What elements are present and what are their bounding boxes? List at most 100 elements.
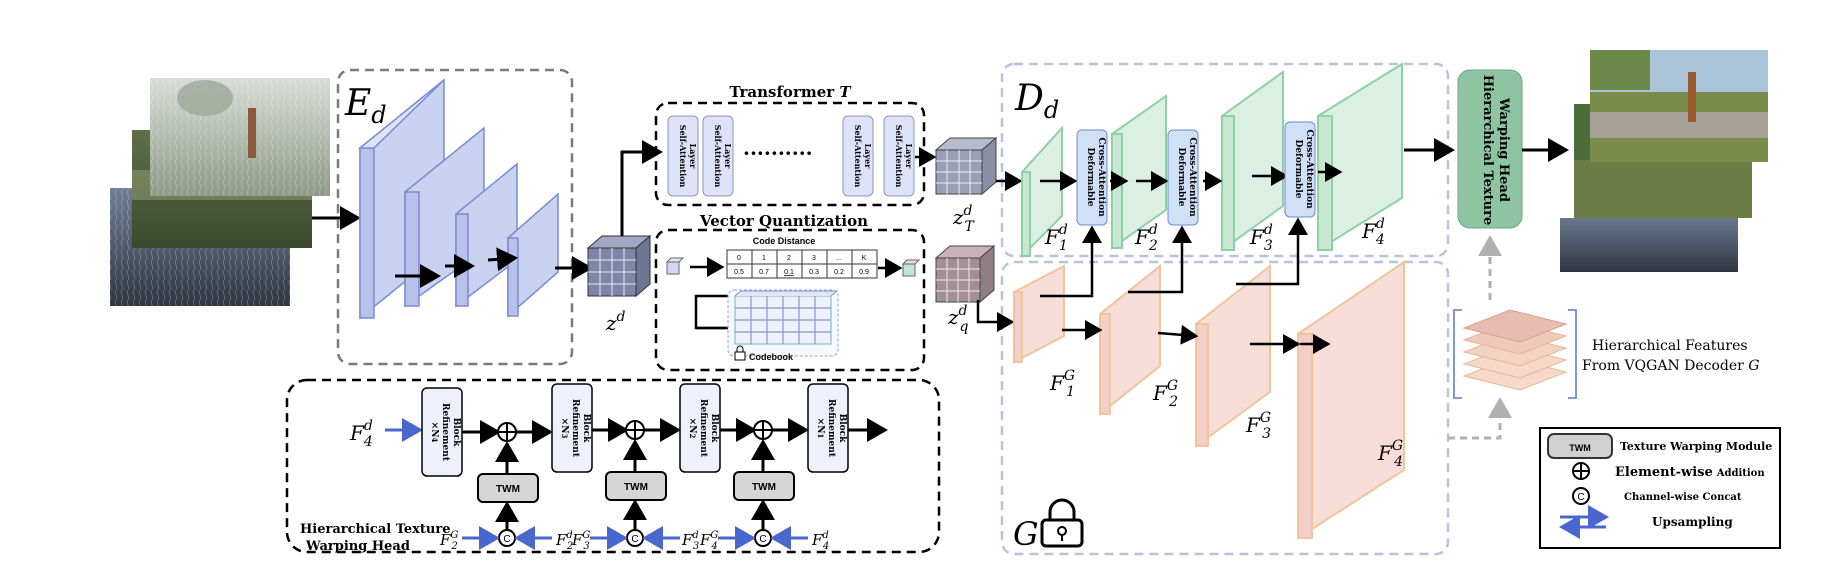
input-vector	[665, 257, 685, 275]
svg-text:TWM: TWM	[496, 484, 520, 495]
svg-text:FG2: FG2	[1152, 378, 1178, 410]
input-images	[110, 78, 330, 306]
svg-text:Self-Attention: Self-Attention	[894, 125, 904, 188]
svg-text:Fd1: Fd1	[1044, 222, 1068, 254]
svg-text:×N1: ×N1	[815, 418, 825, 439]
svg-text:Refinement: Refinement	[440, 403, 450, 462]
encoder-label: Ed	[344, 83, 387, 129]
svg-text:FG3: FG3	[1245, 410, 1271, 442]
frozen-lock-icon	[1040, 498, 1084, 548]
svg-text:Refinement: Refinement	[570, 399, 580, 458]
svg-text:Fd3: Fd3	[1249, 222, 1273, 254]
g-label: G	[1013, 515, 1039, 553]
output-images	[1560, 50, 1768, 272]
encoder-box	[336, 68, 574, 366]
svg-text:Block: Block	[837, 414, 847, 444]
svg-text:FG2: FG2	[439, 530, 458, 552]
svg-text:3: 3	[812, 255, 816, 262]
svg-text:×N4: ×N4	[429, 422, 439, 443]
svg-text:··········: ··········	[743, 141, 813, 165]
svg-text:Layer: Layer	[723, 144, 733, 170]
transformer-layers: Self-Attention Layer Self-Attention Laye…	[667, 115, 915, 197]
svg-text:C: C	[759, 534, 766, 545]
svg-text:Block: Block	[581, 414, 591, 444]
svg-text:C: C	[631, 534, 638, 545]
vq-title: Vector Quantization	[699, 212, 868, 230]
svg-text:Cross-Attention: Cross-Attention	[1304, 129, 1314, 209]
svg-text:×N3: ×N3	[559, 418, 569, 439]
htwh-detail-box	[285, 378, 941, 554]
svg-text:Channel-wise Concat: Channel-wise Concat	[1624, 492, 1742, 503]
decoder-box	[1000, 62, 1450, 258]
zTd-cube	[934, 136, 998, 196]
svg-text:1: 1	[762, 255, 766, 262]
hier-feats-line1: Hierarchical Features	[1592, 338, 1748, 354]
svg-text:TWM: TWM	[1569, 443, 1591, 453]
svg-text:Hierarchical Texture: Hierarchical Texture	[1480, 75, 1495, 226]
htwh-title-line1: Hierarchical Texture	[300, 522, 451, 537]
svg-text:TWM: TWM	[624, 482, 648, 493]
svg-text:Texture Warping Module: Texture Warping Module	[1620, 440, 1772, 453]
twm-blocks: TWM TWM TWM	[477, 471, 795, 503]
vqgan-decoder-box	[1000, 260, 1450, 556]
svg-text:Fd4: Fd4	[1361, 216, 1385, 248]
vqgan-feature-maps	[1013, 260, 1405, 540]
encoder-feature-maps	[357, 78, 559, 320]
svg-text:TWM: TWM	[752, 482, 776, 493]
svg-text:FG4: FG4	[1377, 438, 1403, 470]
svg-text:C: C	[503, 534, 510, 545]
svg-text:0.1: 0.1	[784, 269, 794, 276]
quantized-vector	[901, 259, 921, 277]
svg-text:Fd4: Fd4	[811, 530, 829, 552]
zqd-cube	[934, 244, 996, 304]
svg-text:×N2: ×N2	[687, 418, 697, 439]
svg-text:Upsampling: Upsampling	[1652, 515, 1733, 529]
svg-text:K: K	[862, 255, 867, 262]
vq-box	[654, 228, 926, 372]
svg-text:Fd2: Fd2	[1134, 222, 1158, 254]
svg-text:Deformable: Deformable	[1085, 148, 1095, 207]
svg-text:Refinement: Refinement	[698, 399, 708, 458]
svg-text:Block: Block	[451, 418, 461, 448]
svg-text:Block: Block	[709, 414, 719, 444]
code-distance-label: Code Distance	[753, 236, 816, 246]
zd-label: zd	[605, 309, 626, 335]
svg-text:Layer: Layer	[863, 144, 873, 170]
decoder-feature-maps	[1021, 62, 1403, 259]
deformable-cross-attention-blocks: Deformable Cross-Attention Deformable Cr…	[1076, 121, 1316, 226]
svg-text:Self-Attention: Self-Attention	[678, 125, 688, 188]
svg-text:0.7: 0.7	[759, 269, 769, 276]
svg-text:2: 2	[787, 255, 791, 262]
lock-icon	[734, 345, 746, 361]
htwh-title-line2: Warping Head	[305, 539, 410, 554]
svg-text:Layer: Layer	[904, 144, 914, 170]
decoder-label: Dd	[1014, 78, 1059, 124]
svg-text:0: 0	[737, 255, 741, 262]
codebook-label: Codebook	[749, 352, 794, 362]
svg-text:Layer: Layer	[688, 144, 698, 170]
zd-cube	[586, 234, 652, 298]
codebook-grid	[727, 289, 839, 357]
svg-text:0.5: 0.5	[734, 269, 744, 276]
distance-table: 0 1 2 3 ... K 0.5 0.7 0.1 0.3 0.2 0.9	[726, 249, 878, 279]
svg-text:Warping Head: Warping Head	[1496, 97, 1511, 202]
svg-text:Cross-Attention: Cross-Attention	[1096, 137, 1106, 217]
refinement-blocks: ×N4 Refinement Block ×N3 Refinement Bloc…	[421, 383, 849, 477]
svg-text:C: C	[1577, 492, 1584, 503]
svg-text:Cross-Attention: Cross-Attention	[1187, 137, 1197, 217]
svg-text:Deformable: Deformable	[1293, 140, 1303, 199]
svg-text:Fd2: Fd2	[555, 530, 573, 552]
svg-text:FG4: FG4	[699, 530, 718, 552]
svg-text:Refinement: Refinement	[826, 399, 836, 458]
svg-text:0.3: 0.3	[809, 269, 819, 276]
hier-feats-line2: From VQGAN Decoder G	[1582, 358, 1760, 374]
